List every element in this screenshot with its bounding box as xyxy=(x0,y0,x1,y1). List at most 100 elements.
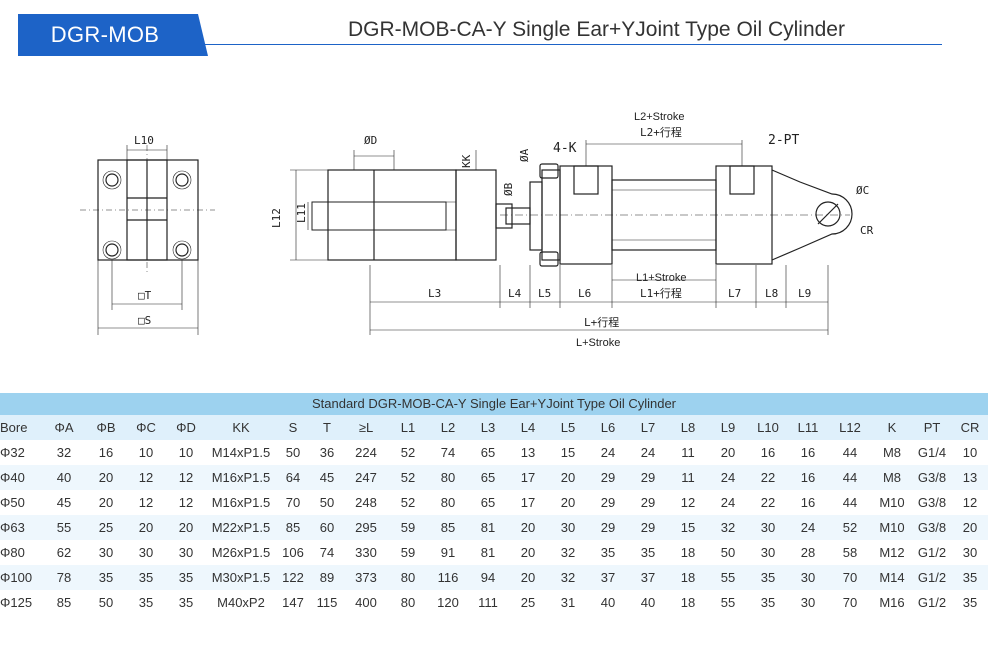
table-cell: 115 xyxy=(316,595,338,610)
label-l-stroke-en: L+Stroke xyxy=(576,337,620,349)
table-cell: 36 xyxy=(319,445,335,460)
table-cell: 35 xyxy=(760,595,776,610)
table-cell: M8 xyxy=(882,470,902,485)
table-cell: 44 xyxy=(842,495,858,510)
table-cell: 20 xyxy=(560,495,576,510)
label-cr: CR xyxy=(860,224,874,237)
table-cell: 89 xyxy=(319,570,335,585)
label-4-k: 4-K xyxy=(553,141,577,156)
table-cell: 30 xyxy=(962,545,978,560)
column-header: L2 xyxy=(440,420,456,435)
label-phi-a: ØA xyxy=(518,148,531,162)
table-cell: 62 xyxy=(56,545,72,560)
table-cell: 17 xyxy=(520,495,536,510)
table-cell: 295 xyxy=(355,520,377,535)
label-l11: L11 xyxy=(295,203,308,223)
label-phi-d: ØD xyxy=(364,134,377,147)
label-2-pt: 2-PT xyxy=(768,133,799,148)
series-tag: DGR-MOB xyxy=(18,14,208,56)
table-cell: 11 xyxy=(681,445,695,460)
table-cell: M8 xyxy=(882,445,902,460)
table-cell: G1/2 xyxy=(917,595,947,610)
table-cell: 78 xyxy=(56,570,72,585)
table-cell: 30 xyxy=(760,520,776,535)
page-title: DGR-MOB-CA-Y Single Ear+YJoint Type Oil … xyxy=(348,18,845,41)
column-header: T xyxy=(323,420,331,435)
table-cell: 11 xyxy=(681,470,695,485)
table-cell: 32 xyxy=(720,520,736,535)
table-cell: 20 xyxy=(520,545,536,560)
dimension-lines xyxy=(369,265,829,335)
table-cell: 81 xyxy=(480,520,496,535)
table-cell: 60 xyxy=(319,520,335,535)
label-l2-stroke-cn: L2+行程 xyxy=(640,126,682,139)
table-cell: 224 xyxy=(355,445,377,460)
table-cell: 373 xyxy=(355,570,377,585)
series-tag-label: DGR-MOB xyxy=(50,22,160,47)
table-cell: G1/2 xyxy=(917,570,947,585)
table-cell: 65 xyxy=(480,470,496,485)
table-cell: 30 xyxy=(138,545,154,560)
column-header: ΦA xyxy=(54,420,74,435)
table-cell: 35 xyxy=(962,595,978,610)
table-cell: Φ40 xyxy=(0,470,25,485)
table-cell: 40 xyxy=(640,595,656,610)
table-cell: 35 xyxy=(138,595,154,610)
table-cell: 80 xyxy=(440,495,456,510)
table-cell: 24 xyxy=(720,470,736,485)
table-cell: 20 xyxy=(720,445,736,460)
table-cell: 29 xyxy=(600,495,616,510)
table-cell: M16xP1.5 xyxy=(211,470,271,485)
table-cell: M14 xyxy=(879,570,905,585)
label-phi-b: ØB xyxy=(502,182,515,196)
label-phi-c: ØC xyxy=(856,184,869,197)
table-cell: M14xP1.5 xyxy=(211,445,271,460)
table-cell: 20 xyxy=(138,520,154,535)
table-cell: 30 xyxy=(760,545,776,560)
table-cell: 40 xyxy=(56,470,72,485)
table-cell: Φ50 xyxy=(0,495,25,510)
table-cell: 10 xyxy=(178,445,194,460)
table-cell: 16 xyxy=(800,445,816,460)
table-cell: M22xP1.5 xyxy=(211,520,271,535)
table-cell: 59 xyxy=(400,545,416,560)
table-cell: 20 xyxy=(560,470,576,485)
table-cell: Φ100 xyxy=(0,570,33,585)
table-cell: 147 xyxy=(282,595,304,610)
table-cell: 35 xyxy=(178,595,194,610)
label-l2-stroke-en: L2+Stroke xyxy=(634,111,684,123)
table-cell: 80 xyxy=(400,570,416,585)
table-cell: 55 xyxy=(720,570,736,585)
table-cell: M16 xyxy=(879,595,905,610)
column-header: K xyxy=(887,420,897,435)
table-cell: 52 xyxy=(400,470,416,485)
label-l1-stroke-en: L1+Stroke xyxy=(636,272,686,284)
table-cell: 44 xyxy=(842,445,858,460)
table-cell: 80 xyxy=(440,470,456,485)
label-l1-stroke-cn: L1+行程 xyxy=(640,287,682,300)
table-cell: 32 xyxy=(56,445,72,460)
table-cell: 24 xyxy=(600,445,616,460)
table-cell: 20 xyxy=(178,520,194,535)
table-cell: 29 xyxy=(640,495,656,510)
table-cell: 30 xyxy=(800,595,816,610)
table-cell: M26xP1.5 xyxy=(211,545,271,560)
table-cell: 330 xyxy=(355,545,377,560)
column-header: S xyxy=(288,420,298,435)
table-cell: 74 xyxy=(440,445,456,460)
table-cell: 58 xyxy=(842,545,858,560)
column-header: L5 xyxy=(560,420,576,435)
label-l3: L3 xyxy=(428,287,441,300)
column-header: PT xyxy=(923,420,941,435)
label-l12: L12 xyxy=(270,208,283,228)
table-cell: 30 xyxy=(98,545,114,560)
cylinder-drawing: L10 □T □S L12 L11 ØD KK ØB ØA 4-K 2-PT L… xyxy=(80,111,874,349)
table-cell: 247 xyxy=(355,470,377,485)
table-cell: 28 xyxy=(800,545,816,560)
column-header: L11 xyxy=(797,420,819,435)
table-cell: 29 xyxy=(600,520,616,535)
table-cell: 15 xyxy=(560,445,576,460)
